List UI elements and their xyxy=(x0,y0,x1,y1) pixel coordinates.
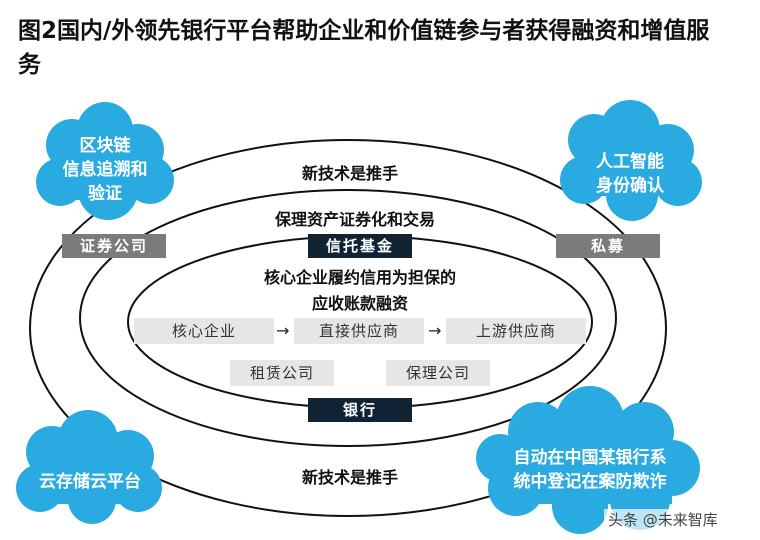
cloud-line: 身份确认 xyxy=(596,176,664,196)
trust-fund-box: 信托基金 xyxy=(308,234,412,258)
securities-company-box: 证券公司 xyxy=(62,234,166,258)
middle-ring-label: 保理资产证券化和交易 xyxy=(274,210,435,229)
cloud-line: 区块链 xyxy=(79,136,131,156)
cloud-ai-text: 人工智能 身份确认 xyxy=(578,150,682,198)
watermark: 头条 @未来智库 xyxy=(604,509,722,530)
core-enterprise-box: 核心企业 xyxy=(134,318,274,344)
page-title: 图2国内/外领先银行平台帮助企业和价值链参与者获得融资和增值服务 xyxy=(18,18,710,78)
upstream-supplier-box: 上游供应商 xyxy=(446,318,586,344)
inner-ring-label-1: 核心企业履约信用为担保的 xyxy=(263,268,456,287)
cloud-line: 统中登记在案防欺诈 xyxy=(513,472,667,492)
outer-ring-top-label: 新技术是推手 xyxy=(301,164,398,183)
cloud-registry-text: 自动在中国某银行系 统中登记在案防欺诈 xyxy=(500,446,680,494)
cloud-line: 人工智能 xyxy=(596,152,664,172)
factoring-company-box: 保理公司 xyxy=(386,360,490,386)
cloud-storage xyxy=(16,410,162,524)
middle-ring xyxy=(79,189,617,447)
leasing-company-box: 租赁公司 xyxy=(230,360,334,386)
private-equity-box: 私募 xyxy=(556,234,660,258)
inner-ring-label-2: 应收账款融资 xyxy=(311,294,408,313)
cloud-line: 自动在中国某银行系 xyxy=(513,448,667,468)
cloud-ai xyxy=(560,100,702,221)
cloud-blockchain xyxy=(36,102,174,220)
arrow-icon: → xyxy=(276,321,290,340)
outer-ring xyxy=(29,139,667,517)
cloud-storage-text: 云存储云平台 xyxy=(30,470,150,494)
cloud-registry xyxy=(476,386,700,534)
arrow-icon: → xyxy=(428,321,442,340)
cloud-line: 信息追溯和 xyxy=(62,160,148,180)
cloud-blockchain-text: 区块链 信息追溯和 验证 xyxy=(50,134,160,206)
cloud-line: 验证 xyxy=(88,184,122,204)
bank-box: 银行 xyxy=(308,398,412,422)
cloud-line: 云存储云平台 xyxy=(39,472,141,492)
direct-supplier-box: 直接供应商 xyxy=(294,318,424,344)
outer-ring-bottom-label: 新技术是推手 xyxy=(301,468,398,487)
